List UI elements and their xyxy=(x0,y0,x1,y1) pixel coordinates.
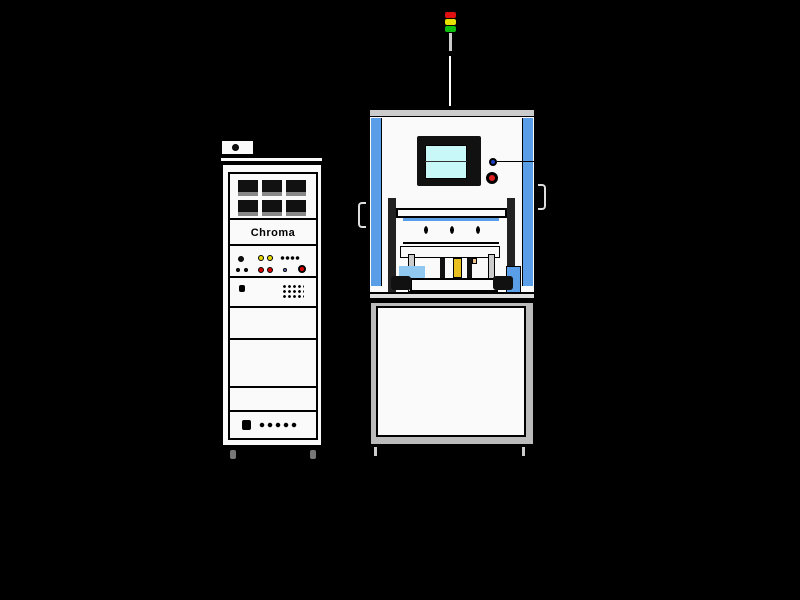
right-handle[interactable] xyxy=(538,184,546,210)
tower-pole-upper xyxy=(449,33,452,51)
power-connector xyxy=(242,420,251,430)
leg-left xyxy=(373,446,378,457)
logo-panel: Chroma xyxy=(230,222,316,246)
io-connectors xyxy=(258,422,298,428)
hmi-screen[interactable] xyxy=(425,145,467,179)
connector-socket xyxy=(239,285,245,292)
top-device-knob xyxy=(232,144,239,151)
press-pins xyxy=(413,226,493,234)
fixture-tray xyxy=(410,278,498,292)
control-panel xyxy=(230,248,316,278)
part-holder-left xyxy=(440,258,445,282)
guide-rail-left xyxy=(388,198,396,296)
cable-line xyxy=(497,161,537,162)
tower-light-yellow xyxy=(445,19,456,25)
left-handle[interactable] xyxy=(358,202,366,228)
press-top-plate xyxy=(396,208,507,218)
tower-light-red xyxy=(445,12,456,18)
tray-clamp-left xyxy=(391,276,411,290)
right-cabinet xyxy=(355,108,550,463)
power-knob[interactable] xyxy=(238,256,244,262)
connector-grid xyxy=(282,284,304,300)
right-blue-panel xyxy=(522,118,533,286)
guide-rail-right xyxy=(507,198,515,296)
black-knob-2[interactable] xyxy=(244,268,248,272)
red-indicator-1 xyxy=(258,267,264,273)
left-cabinet: Chroma xyxy=(220,140,324,460)
tower-pole xyxy=(449,56,451,106)
button-row-top xyxy=(280,256,300,260)
press-lower-plate xyxy=(400,246,500,258)
rack-frame xyxy=(228,172,318,440)
caster-right xyxy=(310,450,316,459)
leg-right xyxy=(521,446,526,457)
display-grid xyxy=(238,180,306,218)
test-part xyxy=(453,258,462,278)
start-button[interactable] xyxy=(489,158,497,166)
top-rail xyxy=(370,110,534,117)
hmi-screen-line xyxy=(425,161,467,162)
blank-panel-3 xyxy=(230,390,316,412)
yellow-indicator-2 xyxy=(267,255,273,261)
black-knob-1[interactable] xyxy=(236,268,240,272)
brand-logo: Chroma xyxy=(250,227,296,239)
emergency-stop-button[interactable] xyxy=(298,265,306,273)
plate-blue-strip xyxy=(403,218,499,221)
tray-clamp-right xyxy=(493,276,513,290)
signal-tower xyxy=(445,12,457,107)
tower-light-green xyxy=(445,26,456,32)
emergency-stop-button[interactable] xyxy=(486,172,498,184)
lower-door[interactable] xyxy=(376,306,526,437)
yellow-indicator-1 xyxy=(258,255,264,261)
blank-panel-1 xyxy=(230,310,316,340)
blue-indicator xyxy=(283,268,287,272)
caster-left xyxy=(230,450,236,459)
deck-plate xyxy=(368,292,536,300)
left-blue-panel xyxy=(371,118,382,286)
red-indicator-2 xyxy=(267,267,273,273)
blank-panel-2 xyxy=(230,342,316,388)
cabinet-roof xyxy=(220,157,323,162)
part-holder-right xyxy=(467,258,472,282)
press-foot-right xyxy=(472,258,477,264)
